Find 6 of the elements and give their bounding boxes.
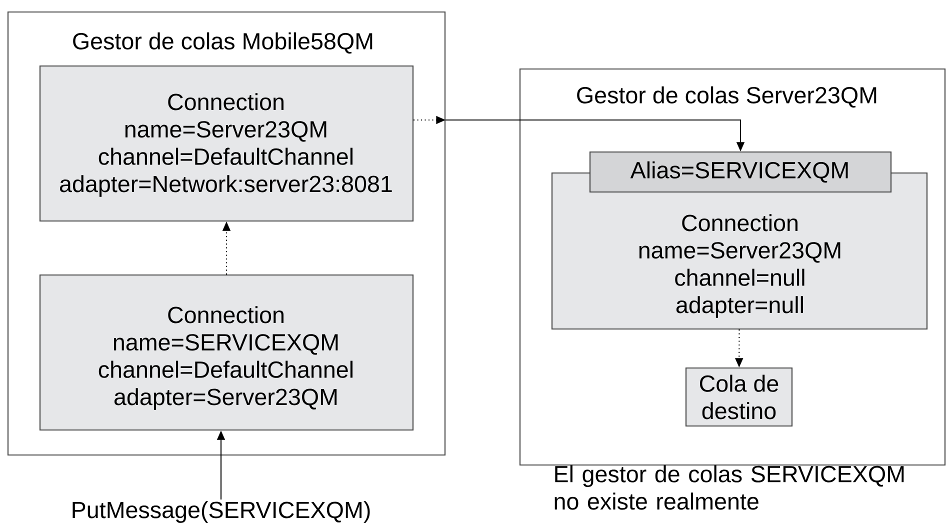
connection-box: Connection name=SERVICEXQM channel=DefaultChannel adapter=Server23QM bbox=[39, 274, 414, 431]
queue-box: Cola de destino bbox=[685, 367, 793, 427]
connection-box: Connection name=Server23QM channel=DefaultChannel adapter=Network:server23:8081 bbox=[39, 65, 414, 222]
function-call-text: PutMessage(SERVICEXQM) bbox=[72, 501, 370, 523]
note-text: El gestor de colas SERVICEXQM no existe realmente bbox=[554, 465, 904, 510]
alias-box: Alias=SERVICEXQM bbox=[589, 151, 892, 193]
